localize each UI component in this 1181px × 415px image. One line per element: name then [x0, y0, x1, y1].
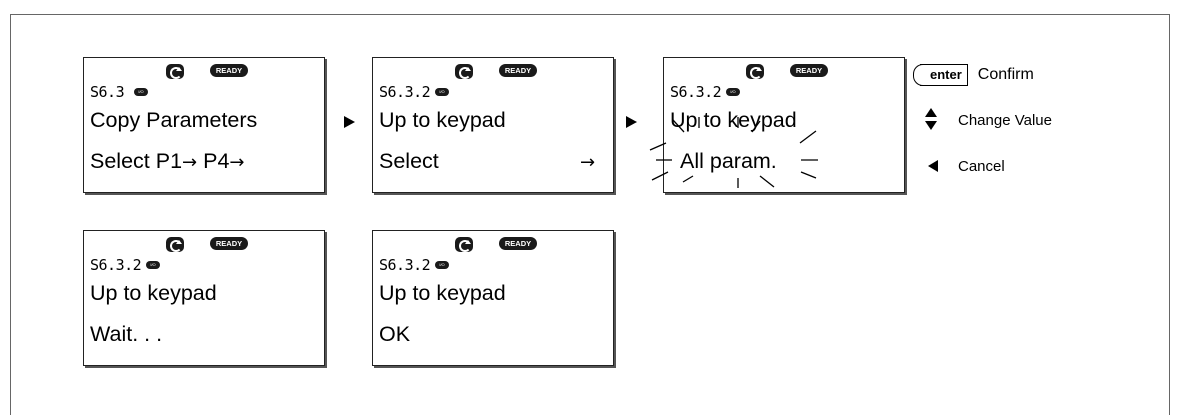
value-label-2: P4	[203, 149, 230, 173]
legend-change-value: Change Value	[912, 108, 1052, 132]
keypad-panel-up-to-keypad-select: READY S6.3.2 I/O Term Up to keypad Selec…	[372, 57, 614, 193]
panel-value: Wait. . .	[90, 322, 163, 346]
menu-code: S6.3.2	[379, 256, 431, 274]
ready-indicator: READY	[499, 237, 537, 250]
ready-indicator: READY	[790, 64, 828, 77]
panel-title: Up to keypad	[90, 281, 217, 305]
up-down-arrows-icon	[925, 108, 939, 132]
diagram-frame	[10, 14, 1170, 415]
ready-indicator: READY	[210, 237, 248, 250]
legend-confirm: enter Confirm	[912, 63, 1034, 87]
io-term-indicator: I/O Term	[146, 261, 160, 275]
legend-cancel-label: Cancel	[958, 157, 1005, 175]
rotation-indicator-icon	[746, 64, 764, 79]
io-term-indicator: I/O Term	[726, 88, 740, 102]
io-term-indicator: I/O Term	[435, 88, 449, 102]
arrow-icon: →	[182, 152, 198, 173]
rotation-indicator-icon	[455, 64, 473, 79]
panel-title: Up to keypad	[379, 281, 506, 305]
menu-code: S6.3	[90, 83, 125, 101]
arrow-icon: →	[229, 152, 245, 173]
ready-indicator: READY	[210, 64, 248, 77]
enter-key-icon: enter	[913, 64, 968, 86]
keypad-panel-up-to-keypad-all-param: READY S6.3.2 I/O Term Up to keypad All p…	[663, 57, 905, 193]
keypad-panel-up-to-keypad-wait: READY S6.3.2 I/O Term Up to keypad Wait.…	[83, 230, 325, 366]
panel-value: OK	[379, 322, 411, 346]
menu-code: S6.3.2	[379, 83, 431, 101]
panel-title: Copy Parameters	[90, 108, 258, 132]
panel-value: Select P1→ P4→	[90, 149, 245, 174]
io-term-indicator: I/O Term	[134, 88, 148, 102]
keypad-panel-copy-parameters: READY S6.3 I/O Term Copy Parameters Sele…	[83, 57, 325, 193]
menu-code: S6.3.2	[90, 256, 142, 274]
panel-title: Up to keypad	[379, 108, 506, 132]
panel-value-blinking: All param.	[678, 149, 779, 174]
menu-code: S6.3.2	[670, 83, 722, 101]
rotation-indicator-icon	[166, 237, 184, 252]
left-triangle-icon	[928, 160, 938, 172]
keypad-panel-up-to-keypad-ok: READY S6.3.2 I/O Term Up to keypad OK	[372, 230, 614, 366]
rotation-indicator-icon	[166, 64, 184, 79]
legend-change-value-label: Change Value	[958, 111, 1052, 129]
legend-confirm-label: Confirm	[977, 66, 1034, 83]
ready-indicator: READY	[499, 64, 537, 77]
io-term-indicator: I/O Term	[435, 261, 449, 275]
panel-value: Select	[379, 149, 439, 173]
right-triangle-icon	[626, 116, 637, 128]
legend-cancel: Cancel	[912, 154, 1005, 178]
value-label: Select P1	[90, 149, 183, 173]
panel-title: Up to keypad	[670, 108, 797, 132]
rotation-indicator-icon	[455, 237, 473, 252]
right-triangle-icon	[344, 116, 355, 128]
arrow-icon: →	[580, 152, 596, 173]
